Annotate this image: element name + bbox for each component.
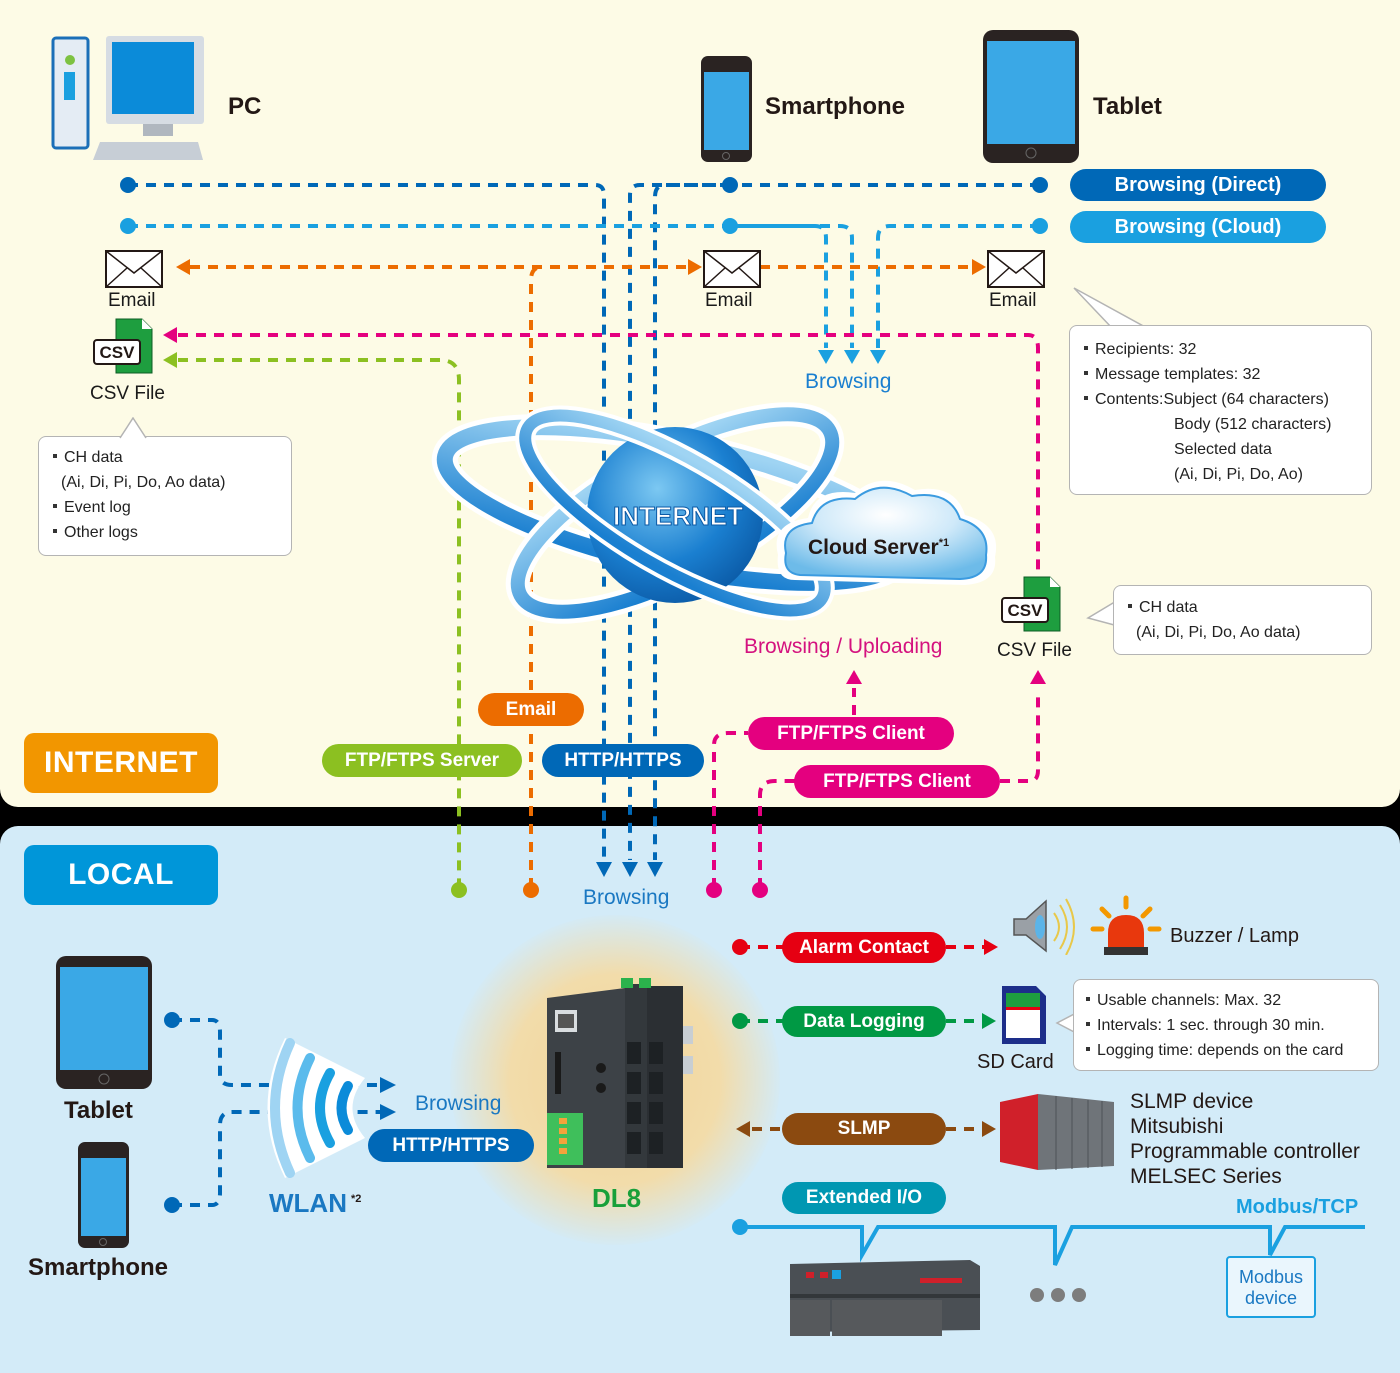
email-label-tablet: Email: [989, 290, 1037, 311]
callout-pointer: [1055, 1011, 1079, 1035]
svg-text:CSV: CSV: [1008, 601, 1044, 620]
more-devices-ellipsis: [1030, 1288, 1086, 1307]
pc-label: PC: [228, 93, 262, 120]
csv-file-label-cloud: CSV File: [997, 640, 1072, 661]
buzzer-lamp-label: Buzzer / Lamp: [1170, 925, 1299, 947]
sd-card-label: SD Card: [977, 1051, 1054, 1073]
slmp-device-label: SLMP device Mitsubishi Programmable cont…: [1130, 1090, 1360, 1188]
cloud-csv-callout: CH data (Ai, Di, Pi, Do, Ao data): [1113, 585, 1372, 655]
callout-pointer: [1086, 599, 1119, 627]
csv-file-icon: CSV: [93, 318, 153, 374]
browsing-local-label: Browsing: [583, 886, 670, 909]
callout-pointer: [1073, 287, 1148, 329]
email-icon: [703, 250, 761, 288]
browsing-uploading-label: Browsing / Uploading: [744, 635, 943, 658]
email-label-pc: Email: [108, 290, 156, 311]
local-section-tag: LOCAL: [24, 845, 218, 905]
protocol-ftp-server: FTP/FTPS Server: [322, 744, 522, 777]
alarm-contact-pill: Alarm Contact: [782, 932, 946, 963]
smartphone-label: Smartphone: [765, 93, 906, 120]
wlan-label: WLAN*2: [269, 1188, 362, 1218]
internet-section-tag: INTERNET: [24, 733, 218, 793]
email-icon: [987, 250, 1045, 288]
dl8-device-icon: [547, 978, 693, 1168]
callout-pointer: [119, 417, 147, 439]
wlan-browsing-label: Browsing: [415, 1092, 502, 1115]
protocol-ftp-client-cloud: FTP/FTPS Client: [748, 717, 954, 750]
csv-file-label-pc: CSV File: [90, 383, 165, 404]
plc-icon: [1000, 1094, 1114, 1170]
tablet-label: Tablet: [1093, 93, 1162, 120]
sd-card-callout: Usable channels: Max. 32 Intervals: 1 se…: [1073, 979, 1379, 1071]
lamp-icon: [1090, 895, 1162, 955]
tablet-icon: [983, 30, 1079, 163]
wlan-icon: [267, 1038, 365, 1178]
protocol-http: HTTP/HTTPS: [542, 744, 704, 777]
data-logging-pill: Data Logging: [782, 1006, 946, 1037]
legend-browsing-direct: Browsing (Direct): [1070, 169, 1326, 201]
email-label-smartphone: Email: [705, 290, 753, 311]
wlan-protocol-http: HTTP/HTTPS: [368, 1129, 534, 1162]
legend-browsing-cloud: Browsing (Cloud): [1070, 211, 1326, 243]
internet-globe-icon: INTERNET: [431, 402, 997, 624]
buzzer-icon: [1013, 898, 1075, 955]
pc-csv-callout: CH data (Ai, Di, Pi, Do, Ao data) Event …: [38, 436, 292, 556]
protocol-email: Email: [478, 693, 584, 726]
local-smartphone-label: Smartphone: [28, 1254, 169, 1281]
sd-card-icon: [1002, 986, 1046, 1044]
browsing-cloud-label: Browsing: [805, 370, 892, 393]
modbus-tcp-label: Modbus/TCP: [1236, 1196, 1359, 1218]
modbus-device-box: Modbus device: [1226, 1256, 1316, 1318]
dl8-label: DL8: [592, 1183, 642, 1213]
email-icon: [105, 250, 163, 288]
tablet-icon: [56, 956, 152, 1089]
smartphone-icon: [78, 1142, 129, 1248]
cloud-server-label: Cloud Server*1: [808, 536, 950, 559]
smartphone-icon: [701, 56, 752, 162]
csv-icon-text: CSV: [100, 343, 136, 362]
pc-icon: [51, 36, 204, 160]
csv-file-icon: CSV: [1001, 576, 1061, 632]
protocol-ftp-client-csv: FTP/FTPS Client: [794, 765, 1000, 798]
local-tablet-label: Tablet: [64, 1097, 133, 1124]
globe-label: INTERNET: [613, 501, 743, 531]
extended-io-pill: Extended I/O: [782, 1182, 946, 1214]
email-callout: Recipients: 32 Message templates: 32 Con…: [1069, 325, 1372, 495]
slmp-pill: SLMP: [782, 1113, 946, 1145]
extended-io-module-icon: [790, 1260, 980, 1336]
